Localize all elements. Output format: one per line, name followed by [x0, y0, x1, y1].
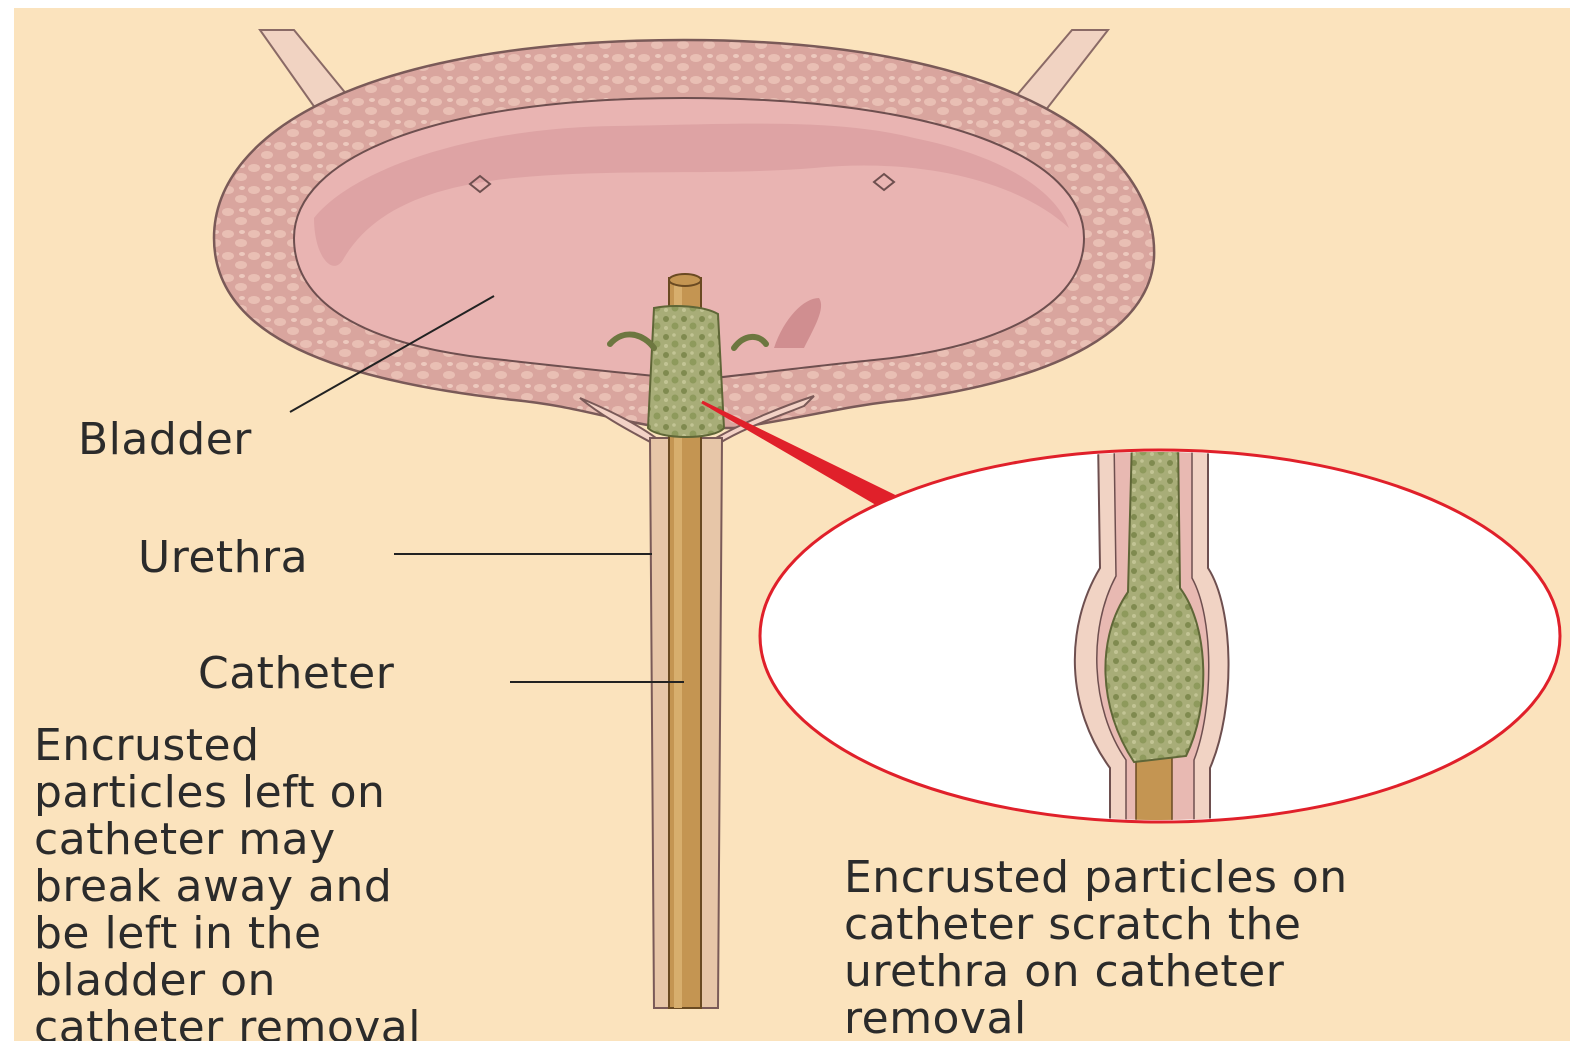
caption-left-line: particles left on: [34, 769, 421, 816]
caption-left-line: Encrusted: [34, 722, 421, 769]
label-urethra: Urethra: [138, 534, 308, 582]
caption-right: Encrusted particles on catheter scratch …: [844, 854, 1348, 1041]
caption-right-line: urethra on catheter: [844, 948, 1348, 995]
caption-left-line: break away and: [34, 863, 421, 910]
caption-left-line: catheter removal: [34, 1004, 421, 1041]
diagram-canvas: Bladder Urethra Catheter Encrusted parti…: [14, 8, 1570, 1041]
caption-right-line: Encrusted particles on: [844, 854, 1348, 901]
caption-left-line: catheter may: [34, 816, 421, 863]
caption-left: Encrusted particles left on catheter may…: [34, 722, 421, 1041]
caption-left-line: bladder on: [34, 957, 421, 1004]
caption-left-line: be left in the: [34, 910, 421, 957]
caption-right-line: catheter scratch the: [844, 901, 1348, 948]
caption-right-line: removal: [844, 995, 1348, 1041]
label-bladder: Bladder: [78, 416, 252, 464]
label-catheter: Catheter: [198, 650, 394, 698]
